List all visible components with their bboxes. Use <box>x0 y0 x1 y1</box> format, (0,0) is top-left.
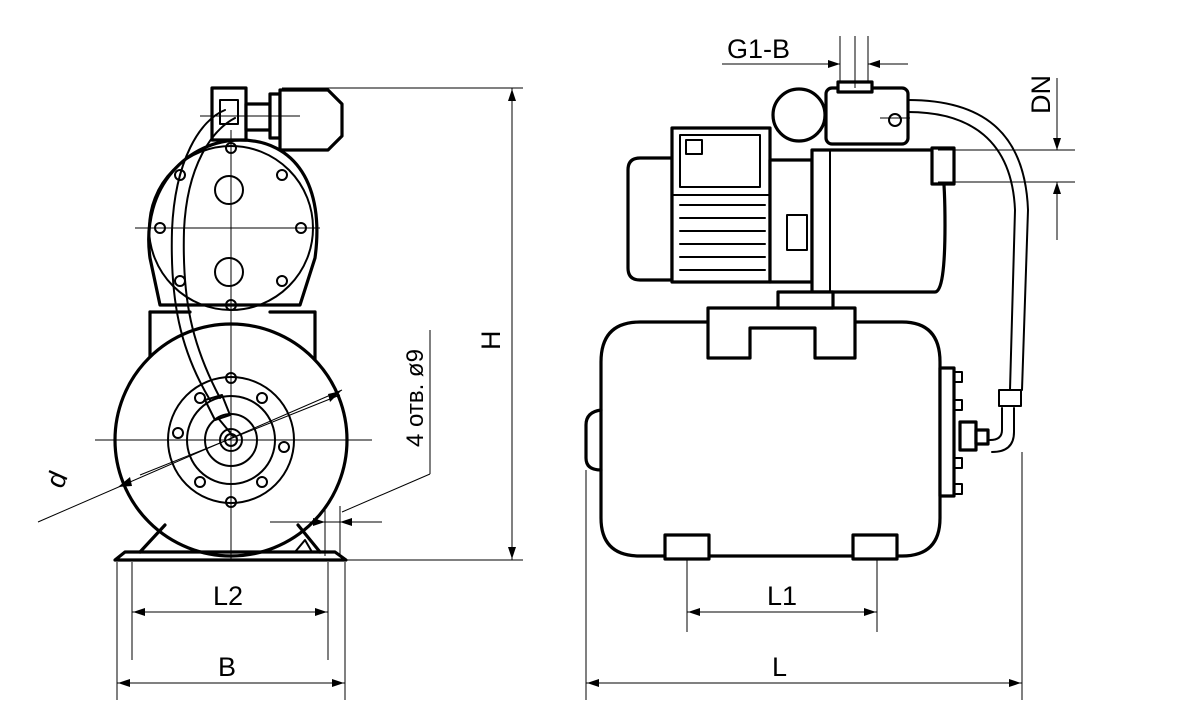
label-L: L <box>772 652 787 682</box>
motor-side <box>626 126 956 310</box>
tank-side <box>584 306 990 561</box>
hole-width-dim <box>270 506 382 556</box>
label-L2: L2 <box>213 581 243 611</box>
label-DN: DN <box>1026 75 1056 114</box>
dimension-L2: L2 <box>131 562 329 660</box>
dimension-H: H <box>282 87 523 561</box>
support-bracket <box>148 310 317 362</box>
base-front <box>113 523 348 562</box>
dimension-G1B: G1-B <box>722 34 908 68</box>
hose-side <box>907 99 1029 453</box>
pressure-switch-side <box>771 80 910 146</box>
label-L1: L1 <box>767 581 797 611</box>
side-view: G1-B DN L1 L <box>584 34 1075 700</box>
dimension-B: B <box>116 562 346 700</box>
dimension-L1: L1 <box>686 560 878 632</box>
hose-front <box>170 109 236 437</box>
dimension-L: L <box>585 452 1023 700</box>
center-lines-front <box>95 115 372 560</box>
holes-callout: 4 отв. ø9 <box>341 330 431 513</box>
label-d: d <box>40 467 74 493</box>
center-lines-side <box>839 36 910 119</box>
label-G1B: G1-B <box>727 34 790 64</box>
front-view: d 4 отв. ø9 H <box>37 86 523 700</box>
label-holes: 4 отв. ø9 <box>402 349 429 447</box>
label-B: B <box>218 652 236 682</box>
label-H: H <box>476 331 506 351</box>
dimension-DN: DN <box>938 75 1075 240</box>
